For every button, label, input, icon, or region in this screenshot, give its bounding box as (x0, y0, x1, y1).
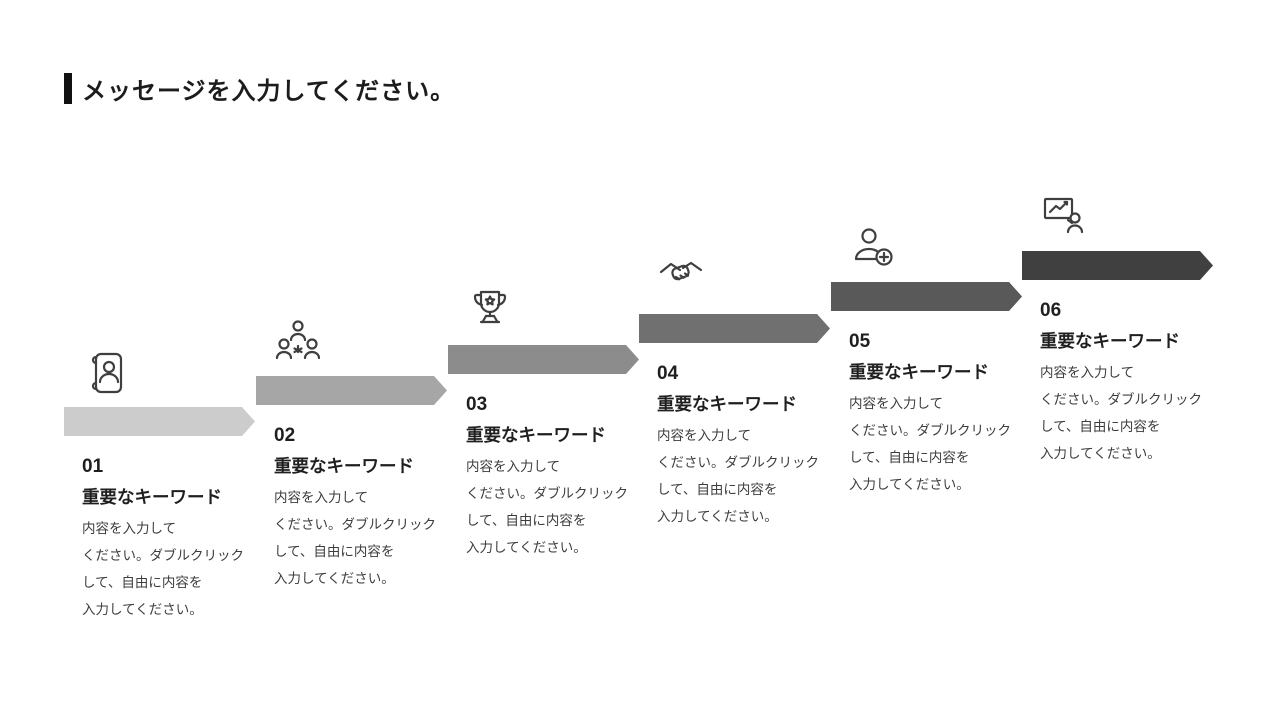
step-heading: 重要なキーワード (466, 425, 606, 445)
body-line: 内容を入力して (466, 459, 561, 474)
step-body: 内容を入力して ください。ダブルクリック して、自由に内容を 入力してください。 (1040, 359, 1214, 467)
step-body: 内容を入力して ください。ダブルクリック して、自由に内容を 入力してください。 (82, 515, 256, 623)
step-number: 06 (1040, 300, 1062, 321)
step-5: 05 重要なキーワード 内容を入力して ください。ダブルクリック して、自由に内… (831, 228, 1023, 498)
step-heading: 重要なキーワード (1040, 331, 1180, 351)
step-body: 内容を入力して ください。ダブルクリック して、自由に内容を 入力してください。 (657, 422, 831, 530)
body-line: して、自由に内容を (466, 513, 587, 528)
body-line: ください。ダブルクリック (466, 486, 628, 501)
body-line: ください。ダブルクリック (1040, 392, 1202, 407)
step-1: 01 重要なキーワード 内容を入力して ください。ダブルクリック して、自由に内… (64, 352, 256, 623)
body-line: ください。ダブルクリック (274, 517, 436, 532)
body-line: 内容を入力して (849, 396, 944, 411)
step-arrow (1022, 251, 1213, 280)
presenter-icon (1036, 193, 1092, 241)
step-text-block: 01 重要なキーワード 内容を入力して ください。ダブルクリック して、自由に内… (64, 436, 256, 623)
step-arrow (639, 314, 830, 343)
body-line: ください。ダブルクリック (849, 423, 1011, 438)
team-icon (270, 318, 326, 366)
step-number: 02 (274, 425, 296, 446)
add-user-icon (845, 224, 901, 272)
step-text-block: 03 重要なキーワード 内容を入力して ください。ダブルクリック して、自由に内… (448, 374, 640, 561)
step-heading: 重要なキーワード (657, 394, 797, 414)
body-line: 入力してください。 (657, 509, 778, 524)
body-line: 内容を入力して (82, 521, 177, 536)
address-book-icon (78, 349, 134, 397)
step-arrow (64, 407, 255, 436)
step-text-block: 02 重要なキーワード 内容を入力して ください。ダブルクリック して、自由に内… (256, 405, 448, 592)
body-line: 入力してください。 (274, 571, 395, 586)
step-6: 06 重要なキーワード 内容を入力して ください。ダブルクリック して、自由に内… (1022, 197, 1214, 467)
step-3: 03 重要なキーワード 内容を入力して ください。ダブルクリック して、自由に内… (448, 290, 640, 561)
slide-title: メッセージを入力してください。 (82, 78, 456, 105)
step-4: 04 重要なキーワード 内容を入力して ください。ダブルクリック して、自由に内… (639, 261, 831, 530)
step-number: 01 (82, 456, 104, 477)
step-heading: 重要なキーワード (849, 362, 989, 382)
step-2: 02 重要なキーワード 内容を入力して ください。ダブルクリック して、自由に内… (256, 320, 448, 592)
body-line: 入力してください。 (849, 477, 970, 492)
body-line: ください。ダブルクリック (657, 455, 819, 470)
body-line: 入力してください。 (82, 602, 203, 617)
body-line: 入力してください。 (1040, 446, 1161, 461)
step-text-block: 04 重要なキーワード 内容を入力して ください。ダブルクリック して、自由に内… (639, 343, 831, 530)
body-line: 内容を入力して (657, 428, 752, 443)
step-arrow (256, 376, 447, 405)
step-body: 内容を入力して ください。ダブルクリック して、自由に内容を 入力してください。 (466, 453, 640, 561)
step-text-block: 06 重要なキーワード 内容を入力して ください。ダブルクリック して、自由に内… (1022, 280, 1214, 467)
body-line: 内容を入力して (1040, 365, 1135, 380)
body-line: して、自由に内容を (82, 575, 203, 590)
step-number: 03 (466, 394, 488, 415)
step-body: 内容を入力して ください。ダブルクリック して、自由に内容を 入力してください。 (849, 390, 1023, 498)
slide-title-block: メッセージを入力してください。 (64, 71, 455, 106)
step-text-block: 05 重要なキーワード 内容を入力して ください。ダブルクリック して、自由に内… (831, 311, 1023, 498)
body-line: して、自由に内容を (1040, 419, 1161, 434)
body-line: して、自由に内容を (657, 482, 778, 497)
step-arrow (448, 345, 639, 374)
body-line: 入力してください。 (466, 540, 587, 555)
step-arrow (831, 282, 1022, 311)
body-line: して、自由に内容を (849, 450, 970, 465)
body-line: 内容を入力して (274, 490, 369, 505)
step-number: 04 (657, 363, 679, 384)
trophy-icon (462, 287, 518, 335)
body-line: して、自由に内容を (274, 544, 395, 559)
title-accent-bar (64, 73, 72, 104)
step-heading: 重要なキーワード (82, 487, 222, 507)
step-body: 内容を入力して ください。ダブルクリック して、自由に内容を 入力してください。 (274, 484, 448, 592)
handshake-icon (653, 256, 709, 304)
step-heading: 重要なキーワード (274, 456, 414, 476)
step-number: 05 (849, 331, 871, 352)
body-line: ください。ダブルクリック (82, 548, 244, 563)
